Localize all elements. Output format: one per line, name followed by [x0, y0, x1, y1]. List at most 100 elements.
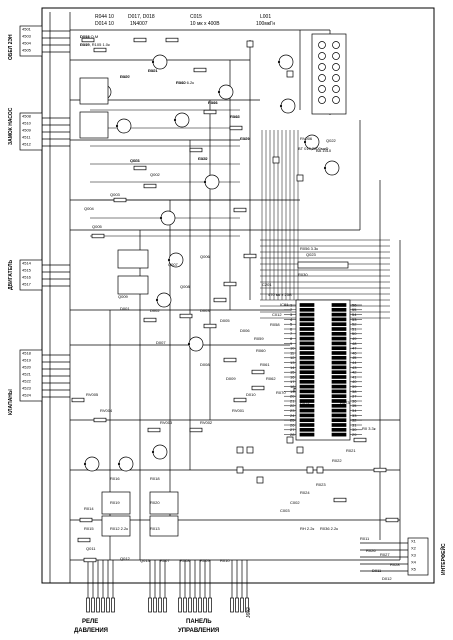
component-label-20: D002	[150, 308, 160, 313]
ic-pin-block-left	[299, 403, 315, 408]
ic-pin-right-31: 31	[352, 422, 357, 427]
component-label-75: R010	[220, 558, 230, 563]
component-label-66: R013	[150, 526, 160, 531]
inductor-coil	[332, 96, 340, 104]
ic-pin-block-left	[299, 355, 315, 360]
component-label-21: D003	[200, 308, 210, 313]
component-label-33: RV006	[300, 136, 313, 141]
ic-pin-left-7: 7	[290, 331, 293, 336]
ic-pin-block-left	[299, 312, 315, 317]
ic-pin-left-11: 11	[290, 350, 295, 355]
bottom-pin-panel-b-0	[178, 597, 182, 613]
ic-pin-left-24: 24	[290, 413, 295, 418]
component-label-46: R060	[256, 348, 266, 353]
diode-bridge-7	[286, 436, 294, 444]
connector-pin-valves-2: 4520	[22, 365, 32, 370]
ic-pin-block-left	[299, 427, 315, 432]
junction-dot	[151, 450, 155, 454]
bottom-pin-panel-c-3	[245, 597, 249, 613]
component-label-41: 470 мк x 25В	[268, 292, 292, 297]
ic-pin-block-right	[331, 327, 347, 331]
ic-pin-right-30: 30	[352, 427, 357, 432]
component-label-39: R030	[298, 272, 308, 277]
ic-pin-block-left	[299, 351, 315, 355]
component-label-28: RV001	[232, 408, 245, 413]
resistor-12	[91, 233, 105, 239]
component-label-71: Q013	[140, 558, 151, 563]
component-label-6: R106	[208, 100, 218, 105]
inductor-coil	[318, 85, 326, 93]
top-label-r044: R044 10	[95, 14, 114, 20]
connector-pin-valves-4: 4522	[22, 379, 32, 384]
transistor-q1	[152, 54, 168, 70]
transistor-q7	[280, 98, 296, 114]
ic-pin-block-left	[299, 408, 315, 413]
ic-pin-right-51: 51	[352, 326, 357, 331]
relay-3	[117, 249, 149, 269]
component-label-65: R012 2.2к	[110, 526, 128, 531]
ic-pin-right-50: 50	[352, 331, 357, 336]
connector-pin-drain-pump-2: 4509	[22, 128, 32, 133]
component-label-13: Q004	[84, 206, 95, 211]
top-label-c015: C015	[190, 14, 202, 20]
relay-7	[101, 515, 131, 537]
ic-pin-left-14: 14	[290, 365, 295, 370]
component-label-11: Q002	[150, 172, 161, 177]
ic-pin-right-42: 42	[352, 370, 357, 375]
transistor-q14	[188, 336, 204, 352]
ic-pin-left-5: 5	[290, 322, 293, 327]
bottom-pin-panel-b-3	[193, 597, 197, 613]
junction-dot	[279, 104, 283, 108]
resistor-8	[189, 147, 203, 153]
pressure-relay-label-1: РЕЛЕ	[82, 619, 98, 625]
component-label-85: D021	[148, 68, 158, 73]
ic-pin-left-13: 13	[290, 360, 295, 365]
component-label-32: RV005	[86, 392, 99, 397]
ic-pin-left-23: 23	[290, 408, 295, 413]
connector-label-oven: ОБЕЛ 2ЭН	[8, 34, 14, 60]
ic-pin-left-9: 9	[290, 341, 293, 346]
top-label-l001-value: 100мкГн	[256, 21, 275, 27]
component-symbols	[19, 25, 429, 613]
junction-dot	[155, 298, 159, 302]
resistor-21	[251, 369, 265, 375]
ic-pin-left-27: 27	[290, 427, 295, 432]
resistor-11	[113, 197, 127, 203]
component-label-34: BT 010,2200мкФ	[298, 146, 328, 151]
top-label-c015-value: 10 мк x 400В	[190, 21, 220, 27]
ic-pin-block-right	[331, 432, 347, 437]
diode-bridge-10	[316, 466, 324, 474]
ic-pin-left-16: 16	[290, 374, 295, 379]
ic-pin-block-right	[331, 360, 347, 365]
component-label-81: D012	[382, 576, 392, 581]
connector-pin-valves-5: 4523	[22, 386, 32, 391]
transistor-q3	[116, 118, 132, 134]
resistor-25	[147, 427, 161, 433]
resistor-22	[251, 385, 265, 391]
resistor-29	[77, 537, 91, 543]
resistor-5	[193, 67, 207, 73]
resistor-17	[143, 317, 157, 323]
connector-drain-pump	[19, 112, 43, 151]
junction-dot	[277, 60, 281, 64]
pressure-relay-label-2: ДАВЛЕНИЯ	[74, 628, 108, 634]
resistor-3	[133, 37, 147, 43]
component-label-7: R108	[230, 114, 240, 119]
relay-2	[79, 111, 109, 139]
ic-pin-block-left	[299, 384, 315, 389]
bottom-pin-pressure-relay-2	[96, 597, 100, 613]
component-label-58: C003	[280, 508, 290, 513]
transistor-q6	[278, 54, 294, 70]
ic-pin-right-48: 48	[352, 341, 357, 346]
component-label-48: R062	[266, 376, 276, 381]
component-label-76: R011	[360, 536, 370, 541]
component-label-63: R019	[110, 500, 120, 505]
component-label-67: R014	[84, 506, 94, 511]
resistor-23	[233, 397, 247, 403]
ic-pin-block-left	[299, 365, 315, 370]
junction-dot	[115, 124, 119, 128]
connector-pin-drain-pump-4: 4512	[22, 142, 32, 147]
diode-bridge-8	[296, 446, 304, 454]
top-label-d017: D017, D018	[128, 14, 155, 20]
